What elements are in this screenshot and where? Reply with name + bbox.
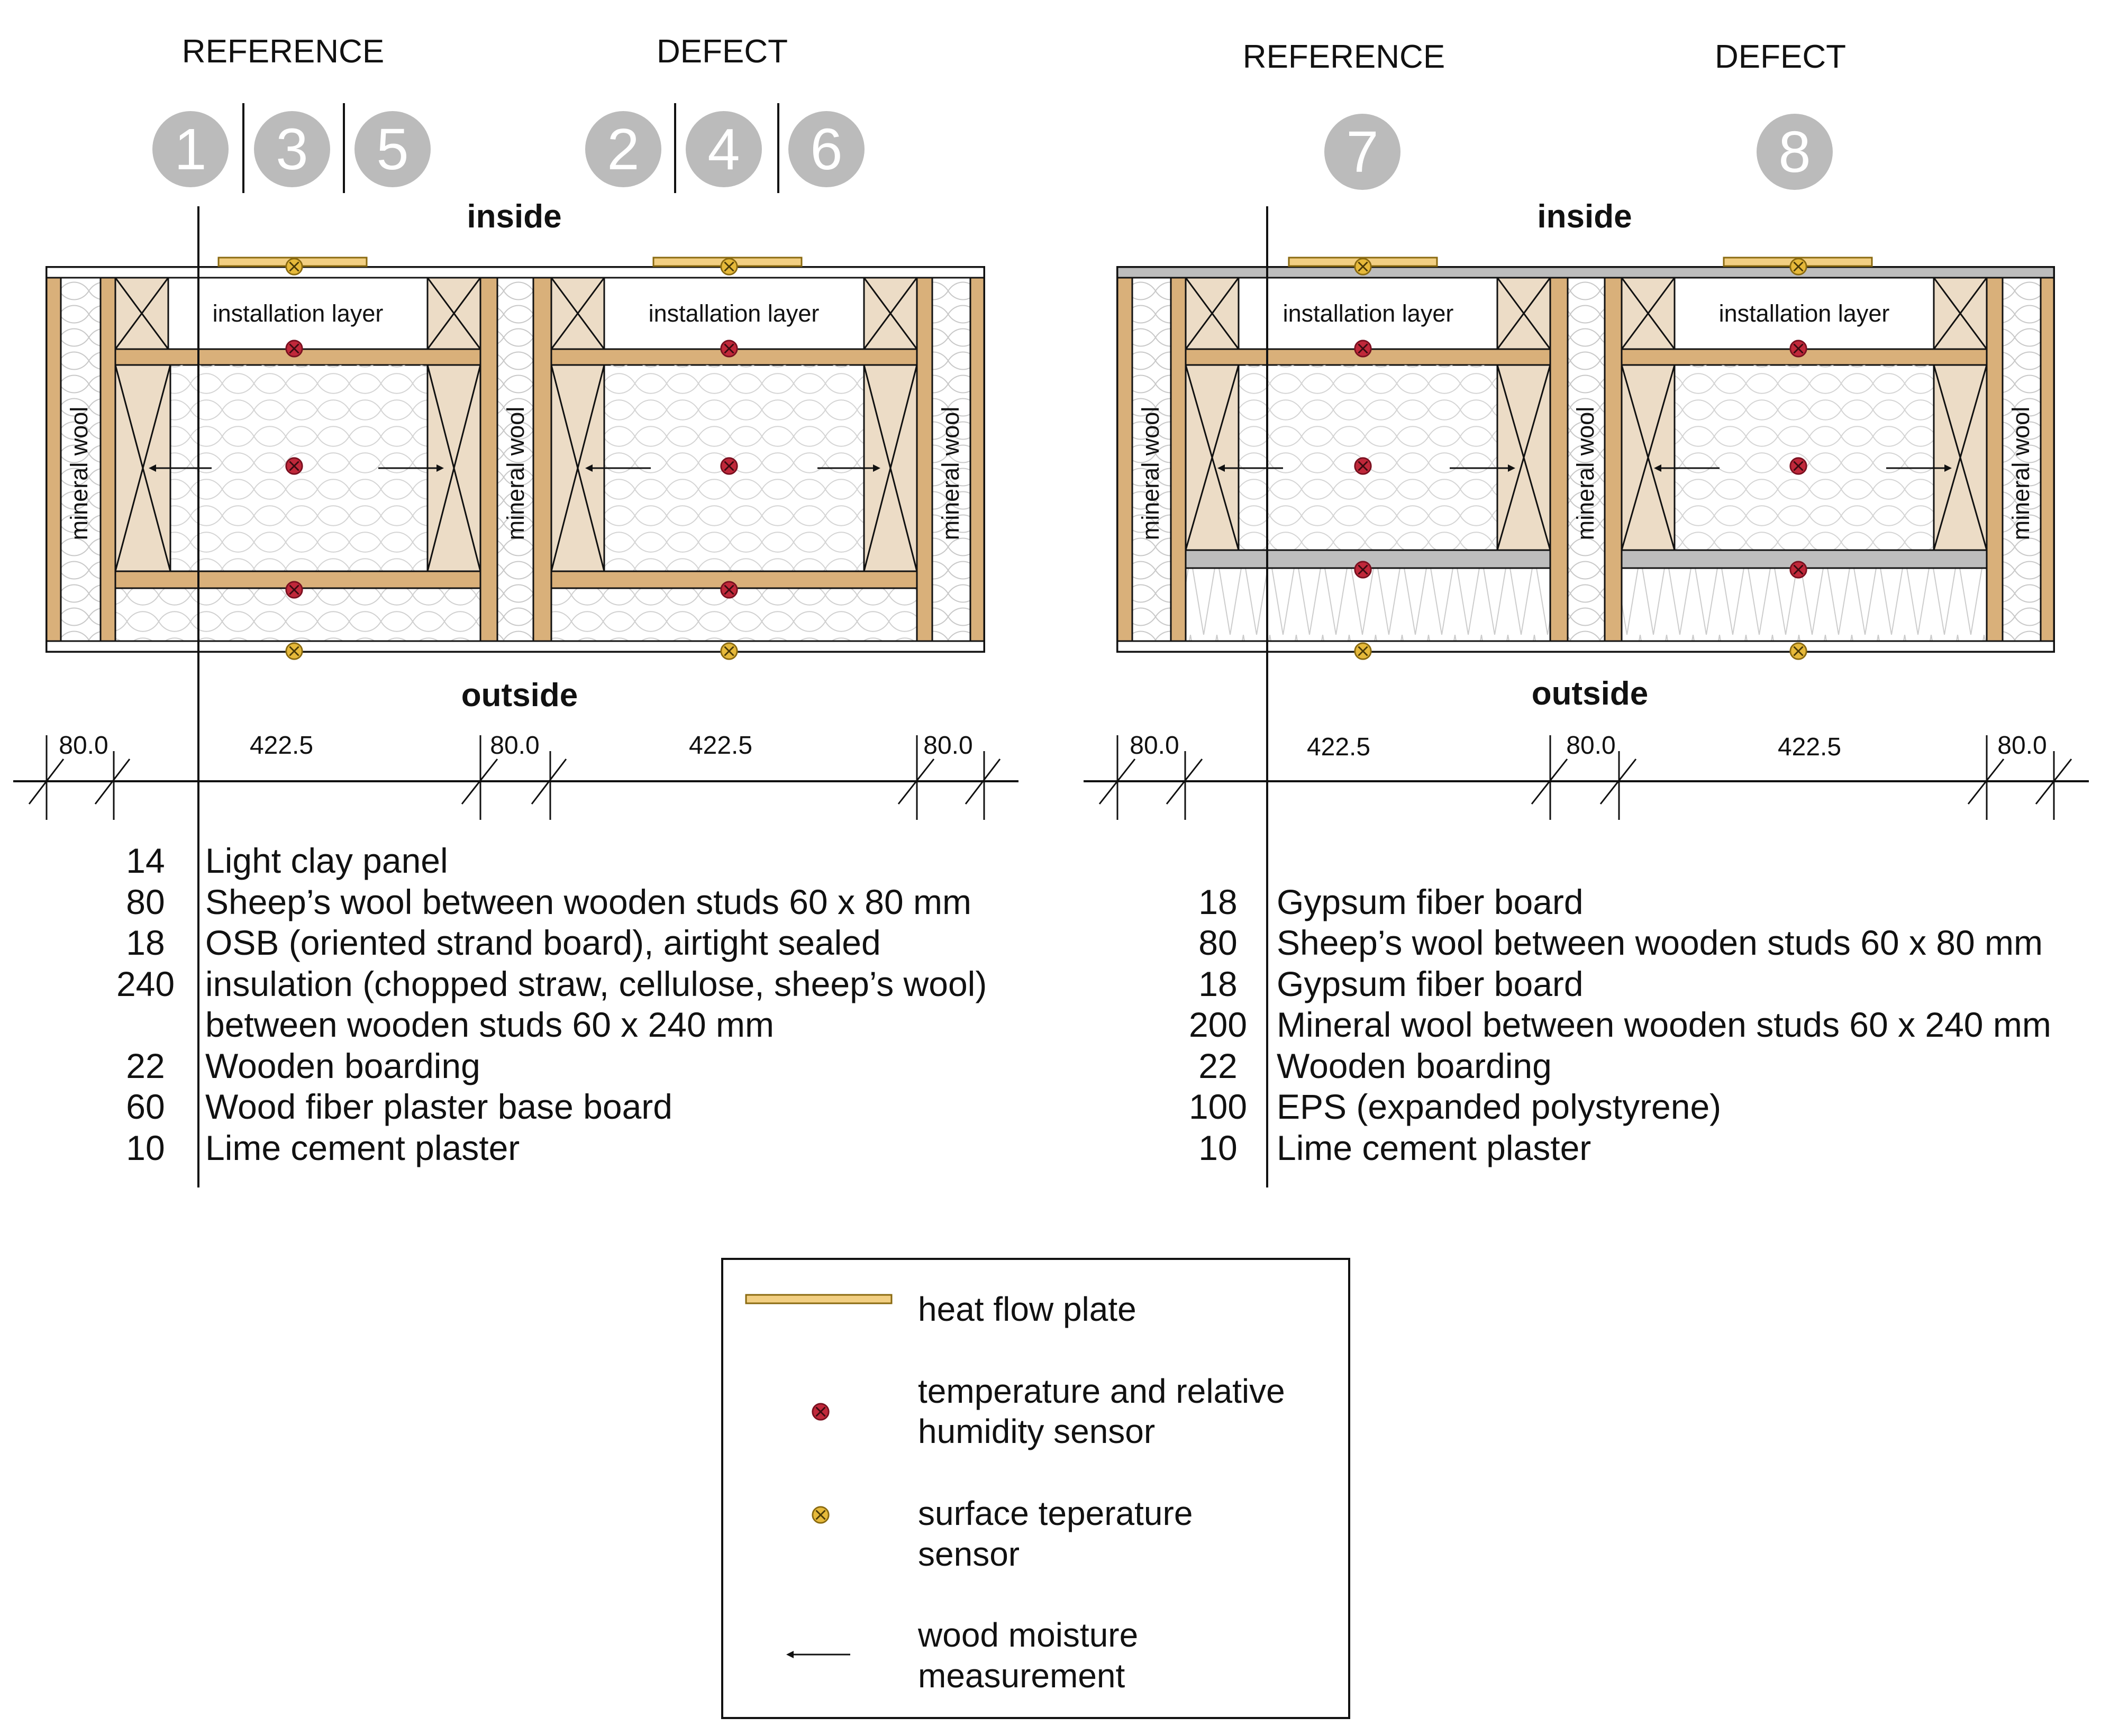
left-layer-desc: Sheep’s wool between wooden studs 60 x 8… <box>205 882 971 921</box>
left-layer-list: 14 Light clay panel 80 Sheep’s wool betw… <box>116 841 987 1167</box>
legend-wood-line1: wood moisture <box>917 1616 1138 1654</box>
right-mineral-wool-label-3: mineral wool <box>2007 407 2034 541</box>
left-layer-thickness: 60 <box>126 1087 165 1126</box>
left-layer-thickness: 22 <box>126 1046 165 1085</box>
left-layer-desc: OSB (oriented strand board), airtight se… <box>205 923 881 962</box>
left-layer-thickness: 80 <box>126 882 165 921</box>
legend-temp-rh-line2: humidity sensor <box>918 1412 1155 1450</box>
circle-number-8: 8 <box>1778 120 1811 185</box>
right-layer-desc: Sheep’s wool between wooden studs 60 x 8… <box>1277 923 2043 962</box>
right-layer-list: 18 Gypsum fiber board 80 Sheep’s wool be… <box>1189 882 2051 1167</box>
left-layer-desc: Lime cement plaster <box>205 1128 520 1167</box>
left-layer-desc: between wooden studs 60 x 240 mm <box>205 1005 774 1044</box>
right-layer-thickness: 10 <box>1198 1128 1237 1167</box>
legend-surface-line1: surface teperature <box>918 1494 1193 1532</box>
right-mineral-wool-label-2: mineral wool <box>1572 407 1599 541</box>
right-inside-label: inside <box>1537 198 1632 235</box>
left-reference-title: REFERENCE <box>182 33 384 70</box>
right-outside-label: outside <box>1532 675 1648 712</box>
left-defect-title: DEFECT <box>657 33 788 70</box>
right-mineral-wool-label-1: mineral wool <box>1137 407 1164 541</box>
legend-surface-line2: sensor <box>918 1535 1020 1573</box>
right-cell-reference: installation layer <box>1185 277 1551 642</box>
legend-box <box>721 1258 1350 1719</box>
right-layer-thickness: 200 <box>1189 1005 1247 1044</box>
right-defect-circles: 8 <box>1757 114 1833 190</box>
right-dim-1: 80.0 <box>1130 732 1179 760</box>
left-layer-desc: Light clay panel <box>205 841 448 880</box>
right-layer-thickness: 22 <box>1198 1046 1237 1085</box>
left-defect-circles: 2 4 6 <box>585 103 865 193</box>
legend-heat-flow-plate: heat flow plate <box>918 1290 1136 1328</box>
legend: heat flow plate temperature and relative… <box>721 1258 1350 1719</box>
right-layer-desc: Lime cement plaster <box>1277 1128 1591 1167</box>
left-installation-layer-label-2: installation layer <box>649 300 820 327</box>
left-reference-circles: 1 3 5 <box>152 103 431 193</box>
circle-number-6: 6 <box>810 117 842 182</box>
left-mineral-wool-label-3: mineral wool <box>937 407 964 541</box>
left-mineral-wool-label-2: mineral wool <box>502 407 529 541</box>
left-layer-desc: insulation (chopped straw, cellulose, sh… <box>205 964 987 1003</box>
left-layer-desc: Wooden boarding <box>205 1046 480 1085</box>
left-dim-3: 80.0 <box>490 732 539 760</box>
surface-temperature-sensor-icon <box>812 1506 830 1524</box>
left-dim-2: 422.5 <box>250 732 313 760</box>
right-dim-4: 422.5 <box>1778 733 1841 761</box>
circle-number-5: 5 <box>376 117 408 182</box>
left-installation-layer-label-1: installation layer <box>213 300 384 327</box>
legend-temp-rh-line1: temperature and relative <box>918 1372 1285 1410</box>
circle-number-2: 2 <box>607 117 639 182</box>
right-cell-defect: installation layer <box>1621 277 1988 642</box>
left-cell-reference: installation layer <box>114 277 481 642</box>
temperature-humidity-sensor-icon <box>812 1403 830 1421</box>
right-dim-2: 422.5 <box>1307 733 1370 761</box>
left-layer-thickness: 14 <box>126 841 165 880</box>
circle-number-3: 3 <box>276 117 308 182</box>
right-layer-desc: Gypsum fiber board <box>1277 964 1584 1003</box>
left-layer-thickness: 10 <box>126 1128 165 1167</box>
left-outside-label: outside <box>461 677 578 714</box>
circle-number-7: 7 <box>1346 120 1378 185</box>
left-dim-5: 80.0 <box>923 732 972 760</box>
right-installation-layer-label-1: installation layer <box>1283 300 1454 327</box>
right-layer-desc: Mineral wool between wooden studs 60 x 2… <box>1277 1005 2051 1044</box>
circle-number-4: 4 <box>707 117 740 182</box>
right-panel: REFERENCE DEFECT 7 8 inside <box>1084 39 2089 1187</box>
right-wall-section: installation layer installation lay <box>1116 257 2055 660</box>
left-dim-4: 422.5 <box>689 732 752 760</box>
right-dim-5: 80.0 <box>1997 732 2047 760</box>
left-dimension-line: 80.0 422.5 80.0 422.5 80.0 <box>13 732 1018 820</box>
right-reference-circles: 7 <box>1324 114 1400 190</box>
circle-number-1: 1 <box>174 117 206 182</box>
left-wall-section: installation layer install <box>46 257 985 660</box>
right-defect-title: DEFECT <box>1715 39 1846 75</box>
right-layer-desc: EPS (expanded polystyrene) <box>1277 1087 1721 1126</box>
legend-wood-line2: measurement <box>918 1657 1125 1695</box>
right-dimension-line: 80.0 422.5 80.0 422.5 80.0 <box>1084 732 2089 820</box>
right-layer-thickness: 18 <box>1198 882 1237 921</box>
right-layer-thickness: 18 <box>1198 964 1237 1003</box>
left-layer-thickness: 240 <box>116 964 175 1003</box>
right-installation-layer-label-2: installation layer <box>1719 300 1890 327</box>
left-layer-desc: Wood fiber plaster base board <box>205 1087 672 1126</box>
left-panel: REFERENCE DEFECT 1 3 5 2 4 6 inside <box>13 33 1018 1187</box>
right-reference-title: REFERENCE <box>1243 39 1445 75</box>
left-mineral-wool-label-1: mineral wool <box>66 407 93 541</box>
left-inside-label: inside <box>467 198 561 235</box>
right-layer-desc: Gypsum fiber board <box>1277 882 1584 921</box>
right-layer-thickness: 80 <box>1198 923 1237 962</box>
right-layer-desc: Wooden boarding <box>1277 1046 1552 1085</box>
left-layer-thickness: 18 <box>126 923 165 962</box>
right-dim-3: 80.0 <box>1566 732 1615 760</box>
right-layer-thickness: 100 <box>1189 1087 1247 1126</box>
left-dim-1: 80.0 <box>59 732 108 760</box>
heat-flow-plate-swatch <box>745 1294 893 1304</box>
